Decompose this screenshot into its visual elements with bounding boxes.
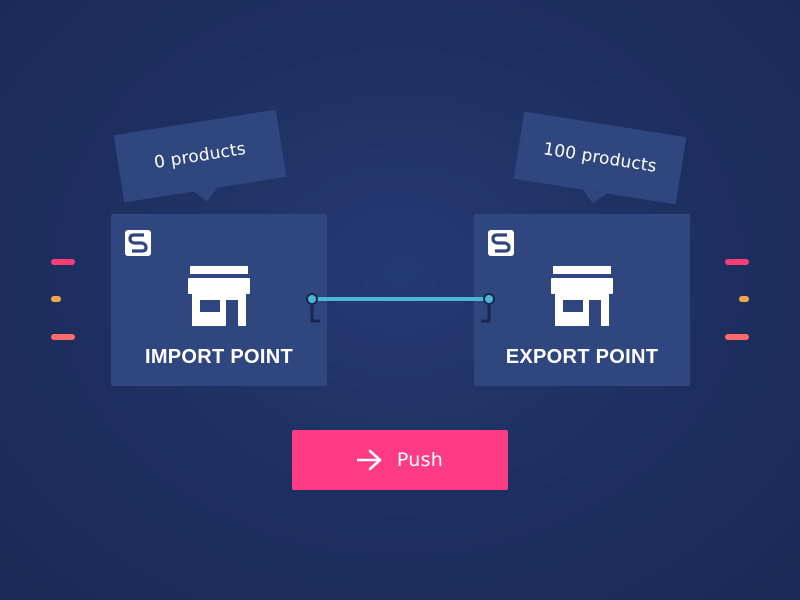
right-dash-middle (739, 296, 749, 302)
import-point-card[interactable]: IMPORT POINT (111, 214, 327, 386)
import-products-tooltip: 0 products (113, 109, 287, 203)
import-point-label: IMPORT POINT (144, 346, 294, 368)
export-point-label: EXPORT POINT (505, 346, 659, 368)
connector-node-left (306, 293, 318, 305)
storefront-icon (551, 266, 613, 326)
connector-bracket-left (310, 299, 320, 323)
left-dash-bottom (51, 334, 75, 340)
export-products-tooltip: 100 products (513, 111, 687, 205)
storefront-icon (188, 266, 250, 326)
export-point-card[interactable]: EXPORT POINT (474, 214, 690, 386)
connector-bracket-right (481, 299, 491, 323)
push-button-label: Push (396, 449, 444, 471)
export-products-count: 100 products (541, 139, 659, 177)
connector-node-right (483, 293, 495, 305)
import-products-count: 0 products (152, 138, 248, 174)
s-logo-icon (488, 230, 514, 256)
arrow-right-icon (356, 449, 382, 471)
left-dash-middle (51, 296, 61, 302)
left-dash-top (51, 259, 75, 265)
s-logo-icon (125, 230, 151, 256)
push-button[interactable]: Push (292, 430, 508, 490)
connection-line (306, 293, 495, 323)
right-dash-top (725, 259, 749, 265)
right-dash-bottom (725, 334, 749, 340)
